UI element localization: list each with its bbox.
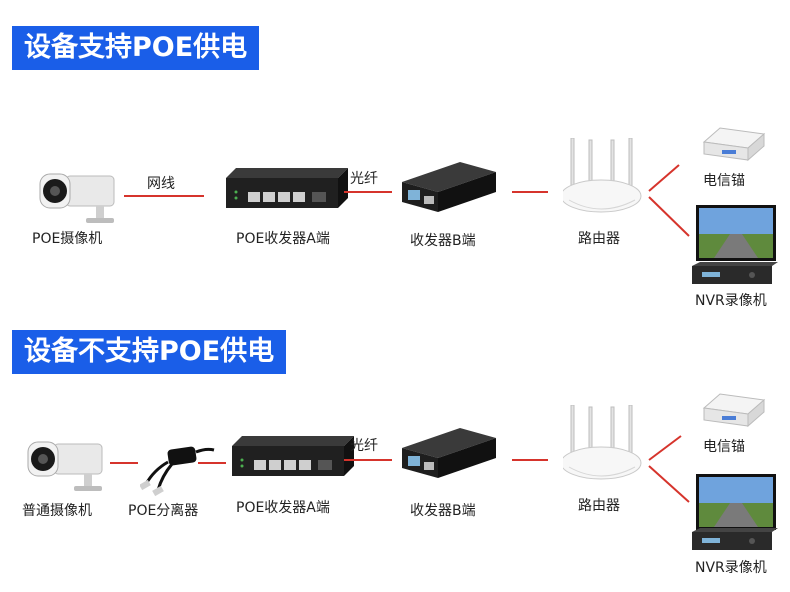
fiber-label: 光纤 — [350, 171, 378, 187]
monitor-image-2 — [696, 474, 776, 530]
normal-camera-image — [27, 441, 103, 492]
modem-image-2 — [703, 393, 765, 427]
converter-router-line — [512, 191, 548, 193]
converter-router-line-2 — [512, 459, 548, 461]
router-branch-lines — [648, 164, 690, 237]
poe-splitter-image — [140, 444, 216, 498]
monitor-image — [696, 205, 776, 261]
poe-converter-a-image — [226, 168, 348, 208]
router-label-2: 路由器 — [578, 498, 620, 514]
section1-title: 设备支持POE供电 — [12, 26, 260, 70]
normal-camera-label: 普通摄像机 — [22, 503, 92, 519]
poe-splitter-label: POE分离器 — [128, 503, 199, 519]
poe-converter-a-label-2: POE收发器A端 — [236, 500, 330, 516]
nvr-label: NVR录像机 — [695, 293, 767, 309]
nvr-image — [692, 262, 778, 284]
poe-converter-a-label: POE收发器A端 — [236, 231, 330, 247]
ethernet-cable-line — [124, 195, 204, 197]
ethernet-cable-label: 网线 — [147, 176, 175, 192]
splitter-converter-line — [198, 462, 226, 464]
modem-label-2: 电信锚 — [703, 439, 745, 455]
nvr-label-2: NVR录像机 — [695, 560, 767, 576]
router-image-2 — [563, 405, 642, 480]
router-image — [563, 138, 642, 213]
poe-camera-image — [39, 173, 115, 224]
converter-b-image — [402, 162, 496, 212]
converter-b-image-2 — [402, 428, 496, 478]
section2-title: 设备不支持POE供电 — [12, 330, 287, 374]
converter-b-label-2: 收发器B端 — [410, 503, 476, 519]
poe-converter-a-image-2 — [232, 436, 354, 476]
router-label: 路由器 — [578, 231, 620, 247]
camera-splitter-line — [110, 462, 138, 464]
fiber-label-2: 光纤 — [350, 438, 378, 454]
poe-camera-label: POE摄像机 — [32, 231, 103, 247]
converter-b-label: 收发器B端 — [410, 233, 476, 249]
fiber-line-2 — [344, 459, 392, 461]
router-branch-lines-2 — [648, 435, 690, 503]
nvr-image-2 — [692, 528, 778, 550]
fiber-line — [344, 191, 392, 193]
modem-image — [703, 127, 765, 161]
modem-label: 电信锚 — [703, 173, 745, 189]
